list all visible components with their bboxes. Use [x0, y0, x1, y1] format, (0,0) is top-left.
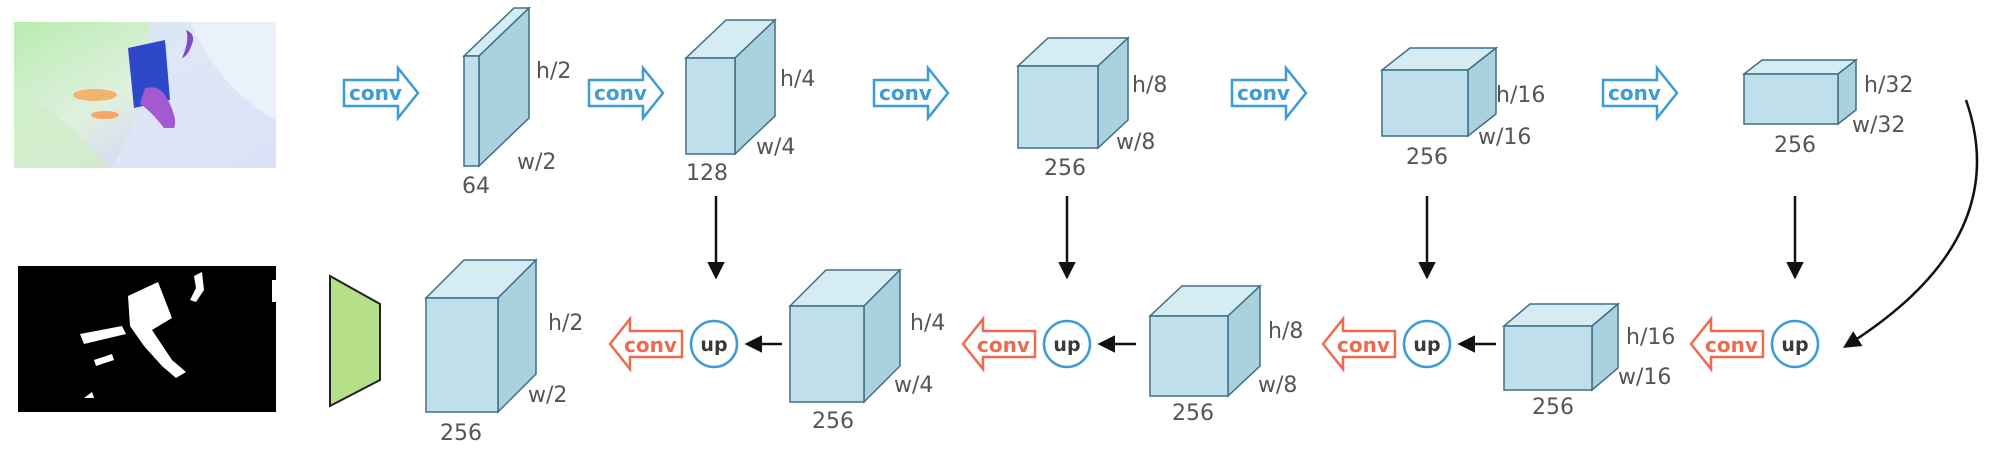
decoder-block-2-width-label: w/4 — [894, 373, 933, 398]
encoder-block-2-height-label: h/4 — [780, 67, 815, 92]
encoder-block-2-width-label: w/4 — [756, 135, 795, 160]
decoder-block-1-height-label: h/2 — [548, 311, 583, 336]
output-head-trapezoid — [329, 274, 381, 408]
decoder-block-1-width-label: w/2 — [528, 383, 567, 408]
encoder-conv-label: conv — [594, 81, 647, 105]
encoder-block-5-channels-label: 256 — [1774, 133, 1816, 158]
decoder-block-2-channels-label: 256 — [812, 409, 854, 434]
output-mask-image — [18, 266, 276, 412]
encoder-block-5-width-label: w/32 — [1852, 113, 1905, 138]
decoder-conv-arrow-3: conv — [1321, 315, 1397, 373]
decoder-block-3: h/8 w/8 256 — [1148, 284, 1303, 426]
decoder-block-3-width-label: w/8 — [1258, 373, 1297, 398]
encoder-conv-arrow-2: conv — [587, 64, 665, 122]
encoder-block-3-channels-label: 256 — [1044, 156, 1086, 181]
input-flow-image — [14, 22, 276, 168]
decoder-up-node-2: up — [1042, 319, 1092, 369]
encoder-block-2-channels-label: 128 — [686, 161, 728, 186]
decoder-conv-label: conv — [977, 333, 1030, 357]
decoder-conv-label: conv — [1337, 333, 1390, 357]
encoder-conv-label: conv — [879, 81, 932, 105]
decoder-up-label: up — [700, 334, 727, 356]
decoder-up-node-3: up — [1402, 319, 1452, 369]
encoder-conv-arrow-4: conv — [1230, 64, 1308, 122]
encoder-block-4-width-label: w/16 — [1478, 125, 1531, 150]
encoder-conv-arrow-5: conv — [1601, 64, 1679, 122]
decoder-block-3-channels-label: 256 — [1172, 401, 1214, 426]
encoder-block-5: h/32 w/32 256 — [1741, 58, 1913, 158]
decoder-block-4: h/16 w/16 256 — [1501, 302, 1675, 420]
decoder-up-node-1: up — [689, 319, 739, 369]
decoder-block-4-width-label: w/16 — [1618, 365, 1671, 390]
encoder-block-3-height-label: h/8 — [1132, 73, 1167, 98]
decoder-block-1: h/2 w/2 256 — [424, 258, 583, 446]
encoder-block-1: h/2 w/2 64 — [462, 6, 571, 199]
encoder-block-5-height-label: h/32 — [1864, 73, 1913, 98]
decoder-conv-arrow-1: conv — [608, 315, 684, 373]
bottleneck-curve-arrow — [1843, 99, 1979, 348]
decoder-up-label: up — [1781, 334, 1808, 356]
decoder-block-2-height-label: h/4 — [910, 311, 945, 336]
encoder-block-4-channels-label: 256 — [1406, 145, 1448, 170]
decoder-conv-label: conv — [624, 333, 677, 357]
encoder-block-4: h/16 w/16 256 — [1379, 46, 1545, 170]
encoder-conv-label: conv — [1608, 81, 1661, 105]
encoder-conv-arrow-1: conv — [342, 64, 420, 122]
encoder-block-3: h/8 w/8 256 — [1016, 36, 1167, 181]
encoder-block-3-width-label: w/8 — [1116, 130, 1155, 155]
decoder-up-label: up — [1413, 334, 1440, 356]
decoder-block-1-channels-label: 256 — [440, 421, 482, 446]
encoder-block-1-width-label: w/2 — [517, 150, 556, 175]
decoder-block-4-height-label: h/16 — [1626, 325, 1675, 350]
encoder-block-4-height-label: h/16 — [1496, 83, 1545, 108]
decoder-block-2: h/4 w/4 256 — [788, 268, 945, 434]
decoder-conv-label: conv — [1705, 333, 1758, 357]
decoder-conv-arrow-2: conv — [961, 315, 1037, 373]
decoder-conv-arrow-4: conv — [1689, 315, 1765, 373]
encoder-block-1-channels-label: 64 — [462, 174, 490, 199]
encoder-conv-label: conv — [1237, 81, 1290, 105]
decoder-block-3-height-label: h/8 — [1268, 319, 1303, 344]
decoder-up-node-4: up — [1770, 319, 1820, 369]
encoder-block-2: h/4 w/4 128 — [684, 18, 815, 186]
encoder-block-1-height-label: h/2 — [536, 59, 571, 84]
decoder-up-label: up — [1053, 334, 1080, 356]
encoder-conv-arrow-3: conv — [872, 64, 950, 122]
encoder-conv-label: conv — [349, 81, 402, 105]
decoder-block-4-channels-label: 256 — [1532, 395, 1574, 420]
